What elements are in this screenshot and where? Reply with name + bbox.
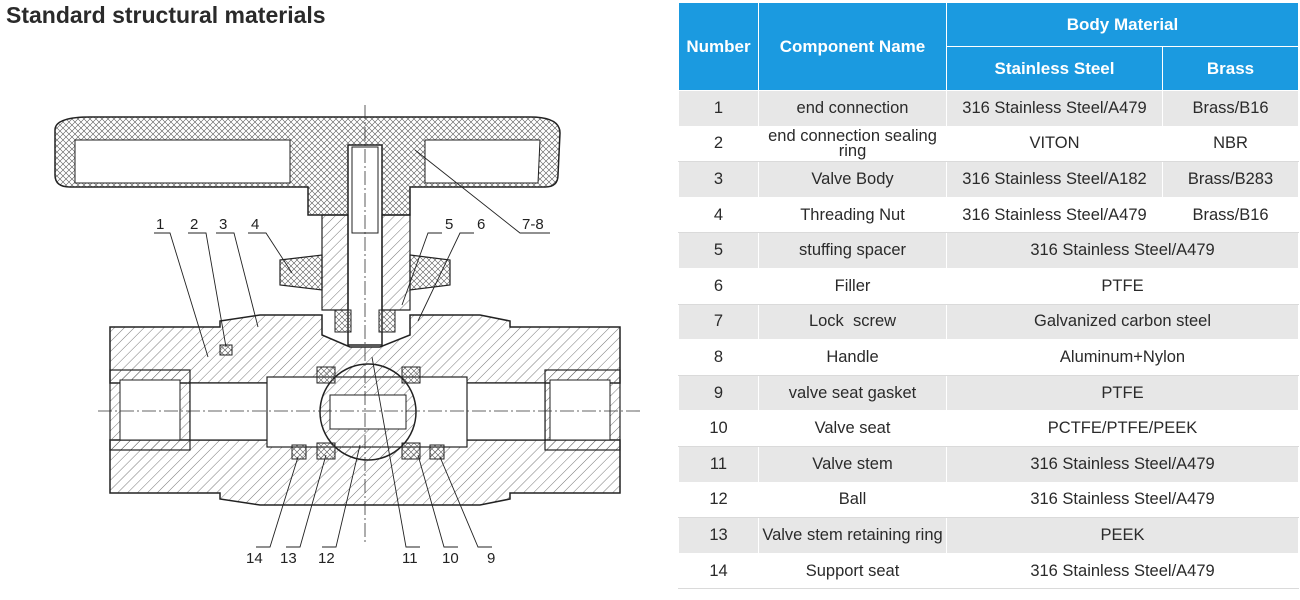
part-label-4: 4 (251, 216, 259, 233)
cell-component: end connection sealing ring (758, 125, 947, 163)
cell-number: 11 (678, 445, 759, 483)
table-row: 11 Valve stem 316 Stainless Steel/A479 (678, 445, 1300, 483)
cell-number: 6 (678, 267, 759, 305)
cell-component: end connection (758, 90, 947, 127)
cell-component: Ball (758, 481, 947, 519)
table-row: 4 Threading Nut 316 Stainless Steel/A479… (678, 196, 1300, 234)
materials-table: Number Component Name Body Material Stai… (678, 2, 1300, 590)
table-row: 5 stuffing spacer 316 Stainless Steel/A4… (678, 232, 1300, 269)
cell-material: PTFE (945, 374, 1300, 412)
cell-stainless: 316 Stainless Steel/A479 (946, 90, 1163, 127)
table-row: 9 valve seat gasket PTFE (678, 374, 1300, 412)
cell-stainless: VITON (946, 125, 1163, 163)
cell-number: 4 (678, 196, 759, 234)
part-label-1: 1 (156, 216, 164, 233)
header-stainless-steel: Stainless Steel (946, 46, 1163, 91)
header-number: Number (678, 2, 759, 91)
cell-component: Valve stem retaining ring (758, 517, 947, 554)
part-label-12: 12 (318, 550, 335, 565)
cell-number: 12 (678, 481, 759, 519)
cell-number: 13 (678, 517, 759, 554)
cell-material: 316 Stainless Steel/A479 (945, 232, 1300, 269)
cell-material: PTFE (945, 267, 1300, 305)
cell-number: 14 (678, 552, 759, 590)
cell-stainless: 316 Stainless Steel/A479 (946, 196, 1163, 234)
cell-number: 2 (678, 125, 759, 163)
table-row: 14 Support seat 316 Stainless Steel/A479 (678, 552, 1300, 590)
cell-material: Galvanized carbon steel (945, 303, 1300, 341)
cell-component: Filler (758, 267, 947, 305)
cell-material: 316 Stainless Steel/A479 (945, 445, 1300, 483)
cell-component: Threading Nut (758, 196, 947, 234)
table-row: 3 Valve Body 316 Stainless Steel/A182 Br… (678, 161, 1300, 198)
cell-material: Aluminum+Nylon (945, 339, 1300, 376)
cell-component: valve seat gasket (758, 374, 947, 412)
cell-brass: NBR (1161, 125, 1300, 163)
part-label-9: 9 (487, 550, 495, 565)
part-label-11: 11 (402, 550, 418, 565)
cell-material: PCTFE/PTFE/PEEK (945, 410, 1300, 447)
part-label-13: 13 (280, 550, 297, 565)
part-label-6: 6 (477, 216, 485, 233)
cell-stainless: 316 Stainless Steel/A182 (946, 161, 1163, 198)
table-row: 1 end connection 316 Stainless Steel/A47… (678, 90, 1300, 127)
table-row: 6 Filler PTFE (678, 267, 1300, 305)
cell-brass: Brass/B16 (1161, 90, 1300, 127)
cell-material: 316 Stainless Steel/A479 (945, 481, 1300, 519)
cell-component: Valve seat (758, 410, 947, 447)
cell-brass: Brass/B283 (1161, 161, 1300, 198)
cell-number: 1 (678, 90, 759, 127)
cell-brass: Brass/B16 (1161, 196, 1300, 234)
header-body-material: Body Material (945, 2, 1300, 47)
part-label-7-8: 7-8 (522, 216, 544, 233)
valve-cross-section-drawing: 1 2 3 4 5 6 7-8 14 13 12 11 10 9 (54, 105, 640, 565)
header-component-name: Component Name (758, 2, 947, 91)
cell-component: Lock screw (758, 303, 947, 341)
cell-component: stuffing spacer (758, 232, 947, 269)
cell-number: 3 (678, 161, 759, 198)
part-label-10: 10 (442, 550, 459, 565)
part-label-14: 14 (246, 550, 263, 565)
threading-nut-shape (279, 254, 323, 291)
cell-component: Support seat (758, 552, 947, 590)
table-row: 7 Lock screw Galvanized carbon steel (678, 303, 1300, 341)
cell-number: 9 (678, 374, 759, 412)
cell-component: Handle (758, 339, 947, 376)
table-row: 12 Ball 316 Stainless Steel/A479 (678, 481, 1300, 519)
header-brass: Brass (1161, 46, 1300, 91)
part-label-5: 5 (445, 216, 453, 233)
cell-component: Valve stem (758, 445, 947, 483)
cell-material: 316 Stainless Steel/A479 (945, 552, 1300, 590)
cell-number: 8 (678, 339, 759, 376)
table-row: 10 Valve seat PCTFE/PTFE/PEEK (678, 410, 1300, 447)
part-label-3: 3 (219, 216, 227, 233)
cell-number: 7 (678, 303, 759, 341)
table-row: 13 Valve stem retaining ring PEEK (678, 517, 1300, 554)
cell-number: 10 (678, 410, 759, 447)
cell-material: PEEK (945, 517, 1300, 554)
page-title: Standard structural materials (6, 2, 326, 28)
table-row: 2 end connection sealing ring VITON NBR (678, 125, 1300, 163)
cell-component: Valve Body (758, 161, 947, 198)
cell-number: 5 (678, 232, 759, 269)
table-row: 8 Handle Aluminum+Nylon (678, 339, 1300, 376)
part-label-2: 2 (190, 216, 198, 233)
